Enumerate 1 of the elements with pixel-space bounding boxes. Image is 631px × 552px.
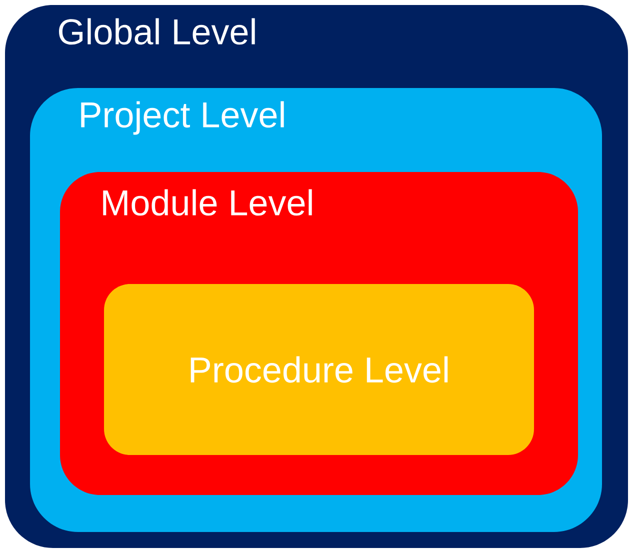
level-box: Procedure Level xyxy=(104,284,534,455)
